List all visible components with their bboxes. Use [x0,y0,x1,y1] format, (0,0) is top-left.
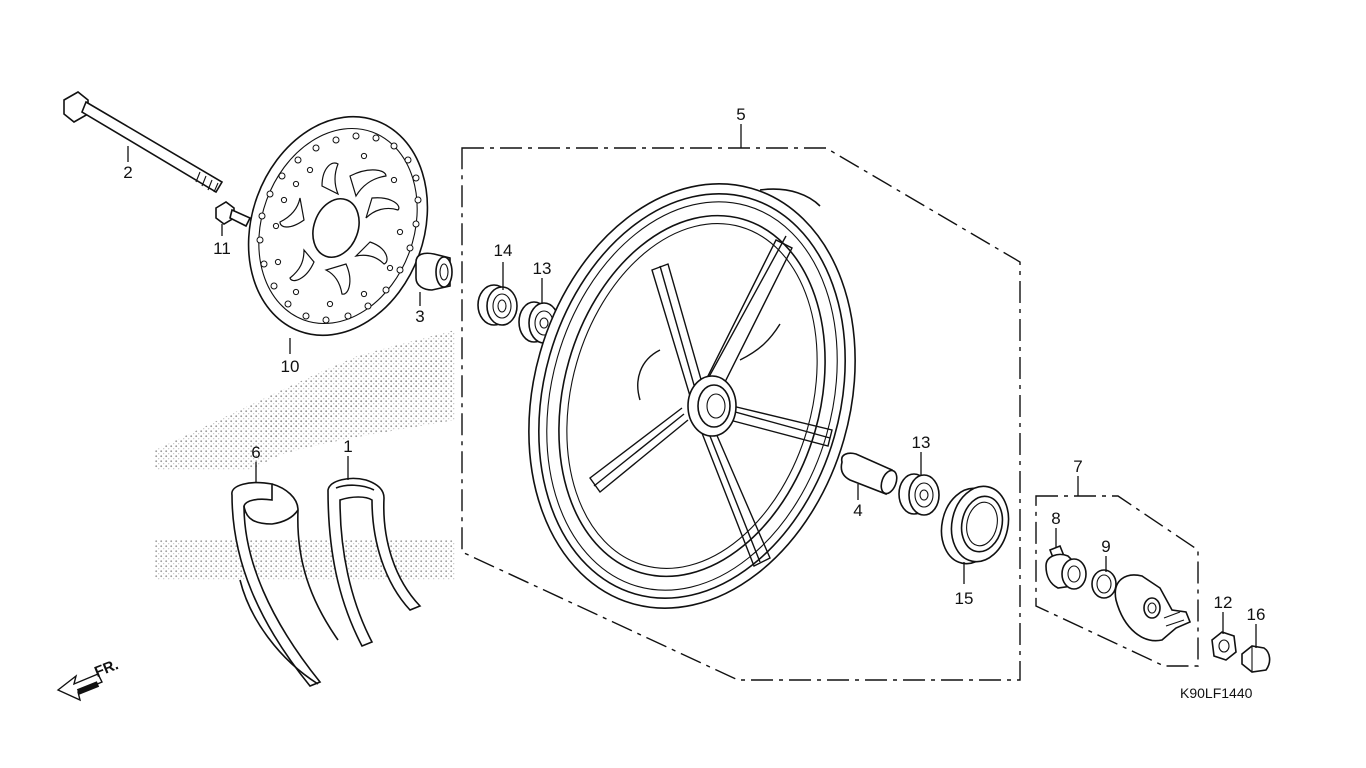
callout-15: 15 [955,589,974,608]
callout-13-right: 13 [912,433,931,452]
front-arrow-icon [56,673,103,702]
brake-disc-part [247,115,429,337]
callout-5: 5 [736,105,745,124]
axle-nut-part [1211,631,1237,661]
callout-14: 14 [494,241,513,260]
callout-8: 8 [1051,509,1060,528]
callout-6: 6 [251,443,260,462]
speedometer-gear-part [1045,544,1087,590]
callout-12: 12 [1214,593,1233,612]
cap-nut-part [1241,645,1271,673]
tire-part [231,481,339,687]
dust-seal-part [477,284,518,326]
callout-9: 9 [1101,537,1110,556]
radial-bearing-left-part [518,301,560,344]
disc-bolt-part [215,201,252,228]
collar-part [415,252,453,291]
gearbox-housing-part [1114,574,1192,642]
drawing-code: K90LF1440 [1180,685,1253,701]
distance-collar-part [840,452,898,496]
callout-11: 11 [213,239,231,258]
callout-1: 1 [343,437,352,456]
callout-10: 10 [281,357,300,376]
tube-part [327,477,422,648]
gearbox-assembly-outline [1035,495,1199,667]
callout-16: 16 [1247,605,1266,624]
wheel-assembly-outline [461,147,1021,681]
oil-seal-part [940,485,1010,565]
front-indicator-label: FR. [92,656,121,681]
callout-4: 4 [853,501,862,520]
callout-13-left: 13 [533,259,552,278]
gear-washer-part [1091,569,1117,599]
callout-leaders [127,124,1257,648]
callout-3: 3 [415,307,424,326]
front-wheel-part [528,183,856,609]
axle-part [63,91,224,194]
radial-bearing-right-part [898,473,940,516]
callout-2: 2 [123,163,132,182]
watermark [155,330,455,580]
callout-7: 7 [1073,457,1082,476]
